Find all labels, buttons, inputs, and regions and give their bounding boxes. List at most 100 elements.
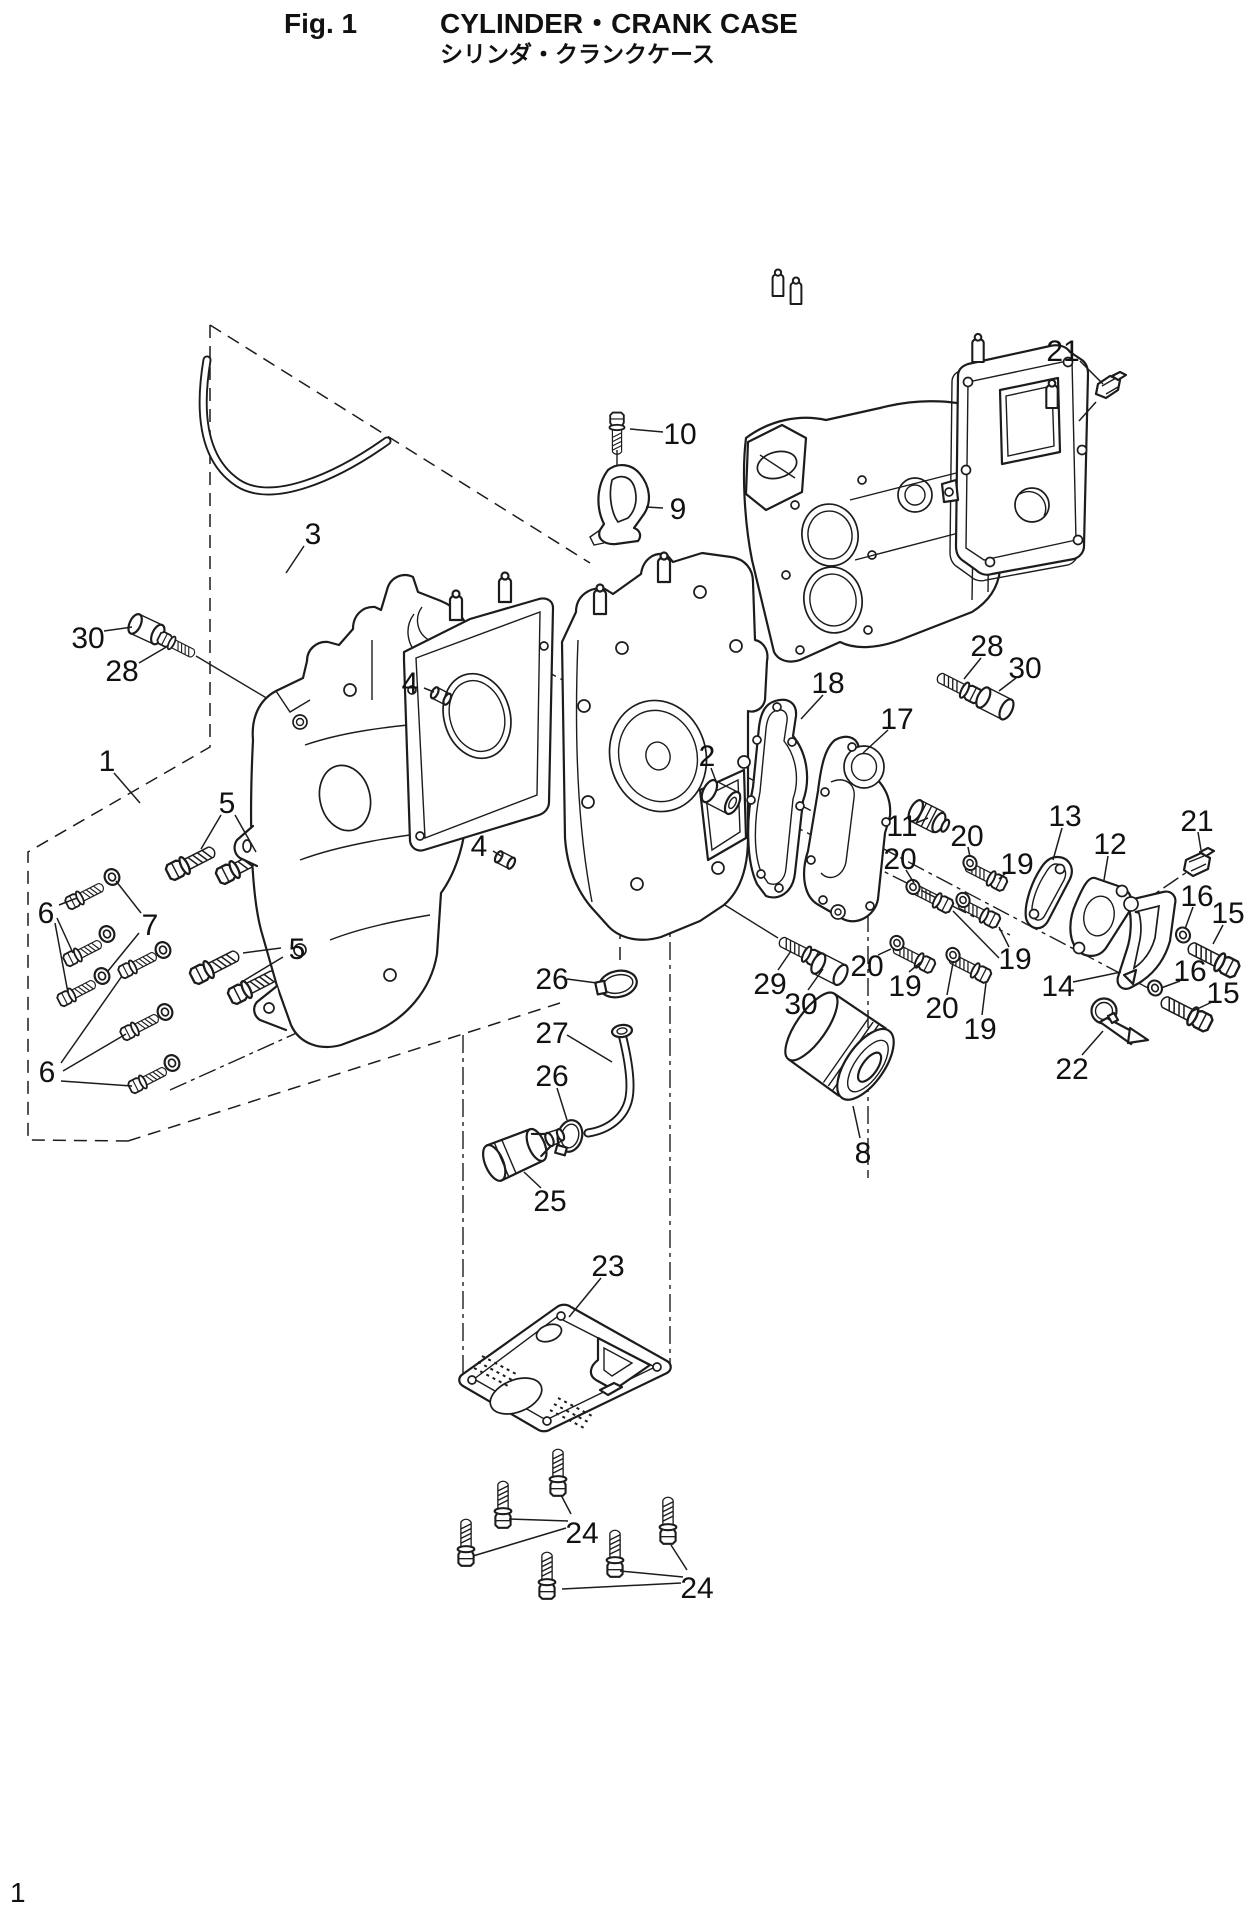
leader-line <box>523 1171 542 1189</box>
leader-line <box>103 626 133 632</box>
callout-label: 11 <box>886 810 917 843</box>
figure-header: Fig. 1 CYLINDER・CRANK CASE シリンダ・クランクケース <box>284 8 798 67</box>
callout-label: 16 <box>1180 880 1213 913</box>
leader-line <box>862 729 889 754</box>
anode-21-right <box>1182 846 1216 878</box>
callout-label: 28 <box>970 630 1003 663</box>
leader-line <box>492 850 502 857</box>
leader-line <box>807 968 824 991</box>
callout-label: 12 <box>1093 828 1126 861</box>
leader-line <box>1160 980 1181 989</box>
leader-line <box>877 948 892 956</box>
callout-label: 28 <box>105 655 138 688</box>
leader-line <box>915 817 929 824</box>
hose-clamp-26-upper <box>594 969 638 999</box>
leader-line <box>1072 971 1122 983</box>
callout-label: 21 <box>1180 805 1213 838</box>
leader-line <box>285 545 305 574</box>
leader-line <box>423 687 435 693</box>
callout-label: 20 <box>850 950 883 983</box>
leader-line <box>560 1494 572 1515</box>
leader-line <box>670 1544 688 1571</box>
callout-label: 19 <box>1000 848 1033 881</box>
leader-line <box>905 869 915 884</box>
leader-line <box>1081 1030 1104 1056</box>
tie-22 <box>1090 997 1150 1046</box>
leader-line <box>777 950 792 971</box>
leader-line <box>1052 827 1063 861</box>
callout-label: 3 <box>305 518 322 551</box>
callout-label: 25 <box>533 1185 566 1218</box>
callout-label: 23 <box>591 1250 624 1283</box>
leader-line <box>908 961 922 973</box>
callout-label: 14 <box>1041 970 1074 1003</box>
leader-line <box>568 1277 602 1318</box>
oil-pan-plate-23 <box>458 1303 672 1433</box>
leader-line <box>234 814 257 853</box>
callout-label: 1 <box>99 745 116 778</box>
leader-line <box>1212 924 1224 945</box>
leader-line <box>629 428 664 433</box>
leader-line <box>60 975 123 1064</box>
bolt-washer-cluster-left <box>54 841 282 1096</box>
leader-line <box>645 506 664 509</box>
figure-title-en: CYLINDER・CRANK CASE <box>440 8 798 39</box>
dowel-pins-4 <box>429 686 517 870</box>
leader-line <box>852 1105 861 1139</box>
bolt-29-plug-30 <box>775 932 849 987</box>
leader-line <box>800 694 824 720</box>
leader-line <box>998 926 1010 948</box>
callout-label: 30 <box>1008 652 1041 685</box>
leader-line <box>1197 831 1202 851</box>
callout-label: 29 <box>753 968 786 1001</box>
callout-label: 30 <box>71 622 104 655</box>
leader-line <box>946 962 954 996</box>
leader-line <box>967 846 971 858</box>
bracket-9 <box>589 464 650 546</box>
head-cover-plate <box>940 332 1090 582</box>
callout-label: 10 <box>663 418 696 451</box>
leader-line <box>566 1034 613 1063</box>
leader-line <box>556 1087 568 1121</box>
leader-line <box>200 814 222 850</box>
oil-strainer-25 <box>482 1127 566 1182</box>
leader-line <box>115 880 142 914</box>
callout-label: 17 <box>880 703 913 736</box>
leader-line <box>1184 906 1194 930</box>
leader-line <box>62 1033 127 1072</box>
leader-line <box>981 982 987 1016</box>
leader-line <box>113 772 141 804</box>
leader-line <box>1078 401 1097 422</box>
relief-valve-11 <box>907 799 951 834</box>
leader-line <box>58 897 78 906</box>
callout-label: 21 <box>1046 335 1079 368</box>
figure-number: Fig. 1 <box>284 8 357 39</box>
callout-label: 9 <box>670 493 687 526</box>
middle-plate-drawing <box>402 571 555 852</box>
leader-line <box>508 1518 569 1522</box>
leader-line <box>710 767 718 785</box>
page-number: 1 <box>10 1877 26 1908</box>
cylinder-head-drawing <box>742 268 1008 663</box>
leader-line <box>54 922 69 994</box>
callout-label: 22 <box>1055 1053 1088 1086</box>
callout-label: 6 <box>38 897 55 930</box>
bracket-14 <box>1116 890 1177 990</box>
leader-line <box>472 1527 567 1557</box>
crankcase-drawing <box>560 551 769 941</box>
leader-line <box>56 917 74 954</box>
callout-label: 8 <box>855 1137 872 1170</box>
leader-line <box>107 932 140 972</box>
breather-hose-3 <box>198 355 392 496</box>
leader-line <box>998 677 1017 692</box>
leader-line <box>963 657 982 680</box>
callout-label: 19 <box>963 1013 996 1046</box>
leader-line <box>566 978 598 984</box>
leader-line <box>619 1570 684 1578</box>
callout-label: 13 <box>1048 800 1081 833</box>
callout-label: 5 <box>219 787 236 820</box>
clamp-21-top <box>1094 370 1128 400</box>
plug-bolt-left-28-30 <box>127 613 199 662</box>
